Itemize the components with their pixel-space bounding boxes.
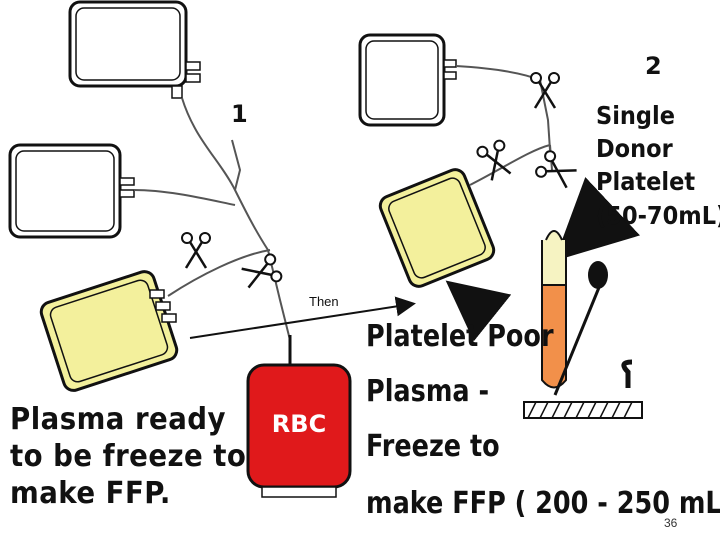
scissors-icon [534,149,578,191]
rbc-label: RBC [264,410,334,438]
platelet-poor-line-2: Plasma - [366,373,489,411]
empty-bag-right [360,35,456,125]
pointer-arrow-icon [455,288,470,300]
single-donor-line-4: (50-70mL) [596,200,720,231]
clamp-icon [624,362,632,388]
single-donor-line-3: Platelet [596,166,695,197]
platelet-poor-line-3: Freeze to [366,428,500,466]
pointer-arrow-icon [566,220,598,250]
bulb-icon [588,261,608,289]
single-donor-line-1: Single [596,100,675,131]
slide-number: 36 [664,516,677,530]
single-donor-line-2: Donor [596,133,673,164]
then-label: Then [309,294,339,309]
step-one-number: 1 [231,100,248,128]
plasma-ready-line-3: make FFP. [10,476,171,511]
platelet-poor-plasma-bag [377,167,496,290]
test-tube [542,231,566,388]
empty-bag-top [70,2,200,98]
scissors-icon [182,233,210,268]
empty-bag-middle [10,145,134,237]
plasma-bag [39,269,180,393]
step-two-number: 2 [645,52,662,80]
platelet-poor-line-1: Platelet Poor [366,318,554,356]
scissors-icon [476,139,514,181]
plasma-ready-line-1: Plasma ready [10,402,226,437]
plasma-ready-line-2: to be freeze to [10,439,246,474]
